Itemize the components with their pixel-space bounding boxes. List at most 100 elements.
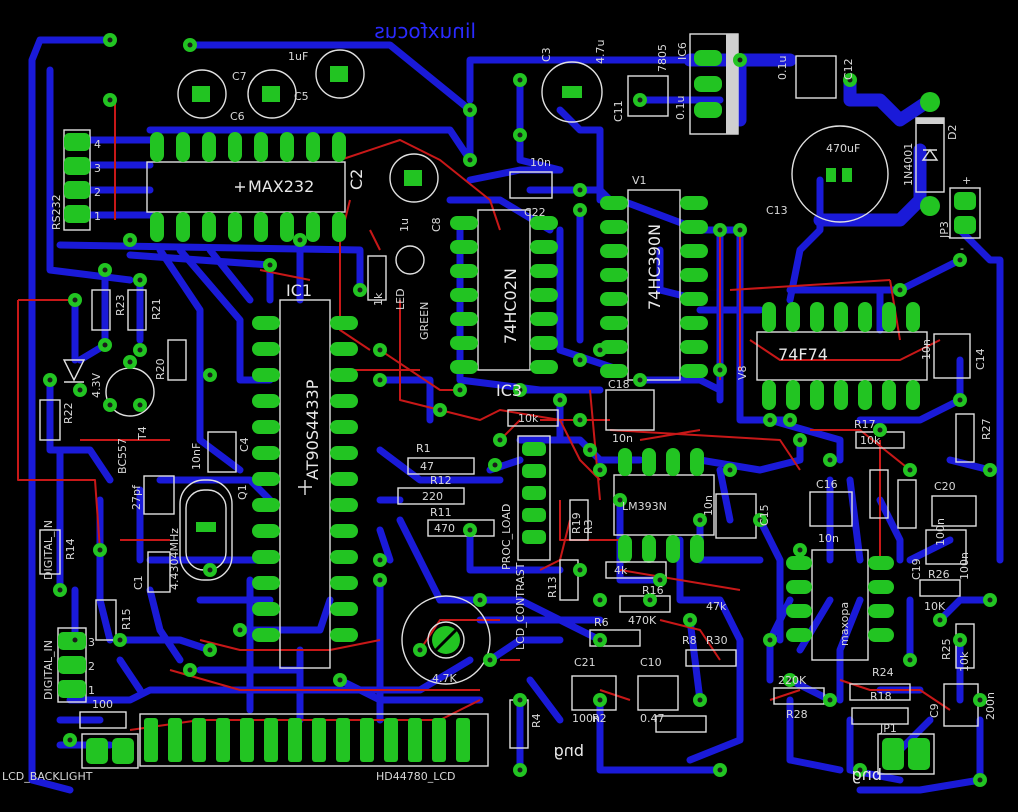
via-hole	[767, 417, 773, 423]
via-hole	[787, 417, 793, 423]
c11-label: C11	[612, 100, 625, 122]
via-hole	[987, 597, 993, 603]
c1-value: 27pf	[130, 484, 143, 510]
rs232-pin-3: 3	[94, 162, 101, 175]
lcd-header-pins	[144, 718, 470, 762]
via-hole	[207, 567, 213, 573]
c21-value: 100n	[572, 712, 600, 725]
jp1-label: JP1	[879, 722, 897, 735]
c2-label: C2	[347, 169, 366, 190]
via-hole	[687, 617, 693, 623]
maxopa-label: maxopa	[838, 602, 851, 646]
r17-label: R17	[854, 418, 876, 431]
r11-label: R11	[430, 506, 452, 519]
r30-value: 47k	[706, 600, 727, 613]
via-hole	[107, 37, 113, 43]
via-hole	[267, 262, 273, 268]
via-hole	[137, 277, 143, 283]
via-hole	[957, 397, 963, 403]
r23-label: R23	[114, 294, 127, 316]
c14-value: 10n	[920, 339, 933, 360]
via-hole	[237, 627, 243, 633]
digital-in-pin-2: 2	[88, 660, 95, 673]
via-hole	[77, 387, 83, 393]
c16-value: 10n	[818, 532, 839, 545]
via-hole	[697, 697, 703, 703]
c15-value: 10n	[702, 495, 715, 516]
via-hole	[127, 359, 133, 365]
c15-label: C15	[758, 504, 771, 526]
via-hole	[657, 577, 663, 583]
via-hole	[517, 767, 523, 773]
via-hole	[467, 157, 473, 163]
7805-heatsink	[726, 34, 738, 134]
r2-label: R2	[592, 712, 607, 725]
c4-value: 10nF	[190, 443, 203, 470]
via-hole	[517, 697, 523, 703]
c3-outline	[541, 61, 603, 123]
c20-value: 100n	[958, 552, 971, 580]
c18-value: 10n	[612, 432, 633, 445]
vias	[43, 33, 997, 787]
via-hole	[577, 357, 583, 363]
via-hole	[57, 587, 63, 593]
via-hole	[102, 342, 108, 348]
via-hole	[737, 227, 743, 233]
lcd-contrast-label: LCD_CONTRAST	[514, 562, 527, 650]
c13-outline	[791, 125, 889, 223]
via-hole	[907, 657, 913, 663]
via-hole	[577, 567, 583, 573]
c19-label: C19	[910, 558, 923, 580]
via-hole	[697, 517, 703, 523]
r12-value: 220	[422, 490, 443, 503]
via-hole	[477, 597, 483, 603]
via-hole	[377, 557, 383, 563]
via-hole	[297, 237, 303, 243]
crystal-freq-label: 4.4304MHz	[168, 528, 181, 590]
c5-outline	[315, 49, 365, 99]
7805-label: 7805	[656, 44, 669, 72]
via-hole	[597, 467, 603, 473]
c3-label: C3	[540, 47, 553, 62]
via-hole	[797, 547, 803, 553]
r28-value: 220K	[778, 674, 807, 687]
r1-label: R1	[416, 442, 431, 455]
pot-value: 4.7K	[432, 672, 457, 685]
c9-value: 200n	[984, 692, 997, 720]
via-hole	[127, 237, 133, 243]
via-hole	[97, 547, 103, 553]
r25-value: 10k	[958, 651, 971, 672]
c14-label: C14	[974, 348, 987, 370]
r28-label: R28	[786, 708, 808, 721]
c22-value: 10n	[530, 156, 551, 169]
via-hole	[377, 577, 383, 583]
via-hole	[137, 402, 143, 408]
c6-outline	[247, 69, 297, 119]
rs232-pin-2: 2	[94, 186, 101, 199]
c5-label: C5	[294, 90, 309, 103]
via-hole	[907, 467, 913, 473]
c8-value: 1u	[398, 218, 411, 232]
via-hole	[597, 637, 603, 643]
via-hole	[797, 437, 803, 443]
via-hole	[102, 267, 108, 273]
via-hole	[137, 347, 143, 353]
proc-load-label: PROC_LOAD	[500, 504, 513, 570]
r16-label: R16	[642, 584, 664, 597]
r4-label: R4	[530, 713, 543, 728]
c21-label: C21	[574, 656, 596, 669]
c1-label: C1	[132, 575, 145, 590]
v1-label: V1	[632, 174, 647, 187]
silkscreen-labels: linuxfocus MAX232 RS232 IC1 AT90S4433P 7…	[2, 19, 997, 784]
via-hole	[357, 287, 363, 293]
via-hole	[987, 467, 993, 473]
lm393-pins	[618, 448, 704, 563]
r11-value: 470	[434, 522, 455, 535]
via-hole	[727, 467, 733, 473]
via-hole	[207, 372, 213, 378]
c19-value: 100n	[934, 518, 947, 546]
c11-value: 0.1u	[674, 96, 687, 120]
rs232-outline	[63, 129, 91, 231]
r6-value: 4k	[614, 564, 628, 577]
via-hole	[597, 697, 603, 703]
